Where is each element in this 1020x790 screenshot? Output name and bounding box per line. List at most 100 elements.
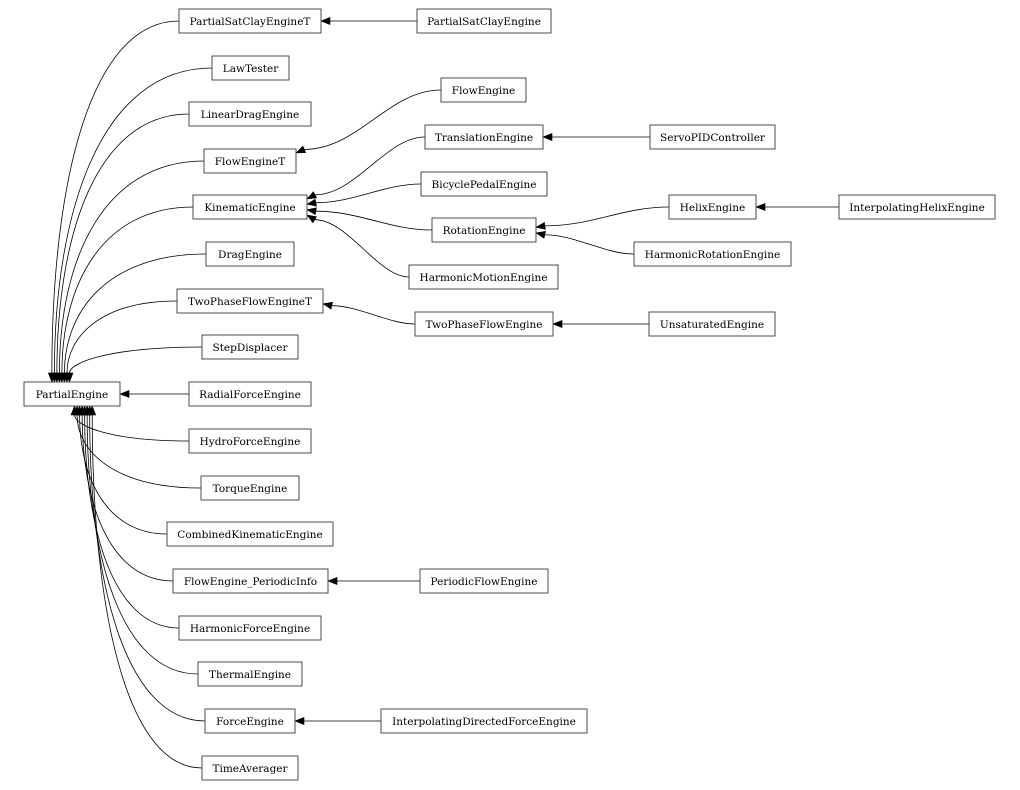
- node-label: UnsaturatedEngine: [660, 319, 764, 331]
- node-label: FlowEngineT: [215, 156, 285, 168]
- edge-drag-engine-to-partial-engine: [60, 253, 207, 383]
- arrowhead: [327, 577, 338, 585]
- arrowhead: [320, 17, 331, 25]
- node-step-displacer[interactable]: StepDisplacer: [201, 334, 299, 360]
- node-harmonic-motion-engine[interactable]: HarmonicMotionEngine: [408, 264, 559, 290]
- node-box: [204, 708, 296, 734]
- node-box: [424, 124, 544, 150]
- node-box: [166, 521, 334, 547]
- edge-line: [51, 20, 180, 374]
- arrowhead: [535, 221, 546, 230]
- node-two-phase-flow-engine-t[interactable]: TwoPhaseFlowEngineT: [176, 288, 324, 314]
- edge-time-averager-to-partial-engine: [88, 405, 203, 769]
- node-label: TwoPhaseFlowEngine: [425, 319, 542, 331]
- node-label: LawTester: [223, 63, 279, 75]
- node-partial-sat-clay-engine[interactable]: PartialSatClayEngine: [416, 8, 552, 34]
- edge-radial-force-engine-to-partial-engine: [119, 390, 189, 398]
- node-box: [203, 148, 297, 174]
- node-thermal-engine[interactable]: ThermalEngine: [197, 661, 303, 687]
- edge-harmonic-motion-engine-to-kinematic-engine: [306, 214, 410, 278]
- node-box: [178, 8, 322, 34]
- edge-rotation-engine-to-kinematic-engine: [306, 207, 433, 231]
- node-force-engine[interactable]: ForceEngine: [204, 708, 296, 734]
- edge-line: [314, 136, 426, 196]
- node-helix-engine[interactable]: HelixEngine: [668, 194, 757, 220]
- edge-force-engine-to-partial-engine: [85, 405, 206, 722]
- node-flow-engine-periodic-info[interactable]: FlowEngine_PeriodicInfo: [172, 568, 329, 594]
- node-label: KinematicEngine: [204, 202, 295, 214]
- node-harmonic-rotation-engine[interactable]: HarmonicRotationEngine: [633, 241, 792, 267]
- node-box: [188, 101, 312, 127]
- node-harmonic-force-engine[interactable]: HarmonicForceEngine: [178, 615, 322, 641]
- node-rotation-engine[interactable]: RotationEngine: [431, 217, 537, 243]
- edge-step-displacer-to-partial-engine: [65, 346, 203, 383]
- node-box: [416, 8, 552, 34]
- node-unsaturated-engine[interactable]: UnsaturatedEngine: [648, 311, 776, 337]
- edge-line: [315, 210, 433, 231]
- edges-layer: [47, 17, 839, 769]
- node-label: ThermalEngine: [209, 669, 291, 681]
- arrowhead: [552, 320, 563, 328]
- node-box: [668, 194, 757, 220]
- node-label: TwoPhaseFlowEngineT: [188, 296, 312, 308]
- node-radial-force-engine[interactable]: RadialForceEngine: [188, 381, 312, 407]
- node-label: TranslationEngine: [435, 132, 533, 144]
- node-label: RotationEngine: [443, 225, 526, 237]
- node-time-averager[interactable]: TimeAverager: [201, 755, 299, 781]
- node-label: PartialSatClayEngine: [427, 16, 541, 28]
- arrowhead: [306, 214, 317, 224]
- node-combined-kinematic-engine[interactable]: CombinedKinematicEngine: [166, 521, 334, 547]
- node-label: PeriodicFlowEngine: [431, 576, 538, 588]
- arrowhead: [88, 405, 97, 416]
- node-label: RadialForceEngine: [199, 389, 301, 401]
- node-interpolating-directed-force-engine[interactable]: InterpolatingDirectedForceEngine: [380, 708, 588, 734]
- node-box: [420, 171, 548, 197]
- edge-law-tester-to-partial-engine: [50, 67, 213, 383]
- node-box: [838, 194, 996, 220]
- edge-line: [56, 113, 190, 374]
- edge-periodic-flow-engine-to-flow-engine-periodic-info: [327, 577, 420, 585]
- edge-servo-pid-controller-to-translation-engine: [542, 133, 650, 141]
- edge-line: [69, 346, 203, 374]
- node-servo-pid-controller[interactable]: ServoPIDController: [649, 124, 776, 150]
- node-flow-engine[interactable]: FlowEngine: [440, 77, 527, 103]
- node-partial-engine[interactable]: PartialEngine: [23, 381, 121, 407]
- node-label: ServoPIDController: [660, 132, 766, 144]
- node-box: [633, 241, 792, 267]
- edge-line: [64, 253, 207, 374]
- edge-line: [544, 234, 635, 255]
- edge-interpolating-directed-force-engine-to-force-engine: [294, 717, 381, 725]
- edge-line: [61, 206, 194, 374]
- edge-line: [86, 414, 199, 675]
- node-label: BicyclePedalEngine: [432, 179, 537, 191]
- edge-line: [59, 160, 205, 374]
- node-law-tester[interactable]: LawTester: [211, 55, 290, 81]
- node-box: [192, 194, 308, 220]
- edge-line: [304, 89, 442, 150]
- node-box: [419, 568, 549, 594]
- edge-interpolating-helix-engine-to-helix-engine: [755, 203, 839, 211]
- node-flow-engine-t[interactable]: FlowEngineT: [203, 148, 297, 174]
- node-bicycle-pedal-engine[interactable]: BicyclePedalEngine: [420, 171, 548, 197]
- node-drag-engine[interactable]: DragEngine: [205, 241, 295, 267]
- edge-unsaturated-engine-to-two-phase-flow-engine: [552, 320, 649, 328]
- node-hydro-force-engine[interactable]: HydroForceEngine: [188, 428, 312, 454]
- node-periodic-flow-engine[interactable]: PeriodicFlowEngine: [419, 568, 549, 594]
- arrowhead: [755, 203, 766, 211]
- node-translation-engine[interactable]: TranslationEngine: [424, 124, 544, 150]
- node-partial-sat-clay-engine-t[interactable]: PartialSatClayEngineT: [178, 8, 322, 34]
- node-kinematic-engine[interactable]: KinematicEngine: [192, 194, 308, 220]
- edge-line: [66, 300, 178, 374]
- node-label: ForceEngine: [216, 716, 284, 728]
- node-interpolating-helix-engine[interactable]: InterpolatingHelixEngine: [838, 194, 996, 220]
- edge-line: [84, 414, 180, 629]
- edge-kinematic-engine-to-partial-engine: [57, 206, 194, 383]
- node-label: InterpolatingHelixEngine: [849, 202, 985, 214]
- arrowhead: [542, 133, 553, 141]
- node-torque-engine[interactable]: TorqueEngine: [200, 475, 300, 501]
- node-label: HarmonicRotationEngine: [645, 249, 781, 261]
- node-two-phase-flow-engine[interactable]: TwoPhaseFlowEngine: [414, 311, 554, 337]
- node-linear-drag-engine[interactable]: LinearDragEngine: [188, 101, 312, 127]
- node-label: HarmonicMotionEngine: [420, 272, 548, 284]
